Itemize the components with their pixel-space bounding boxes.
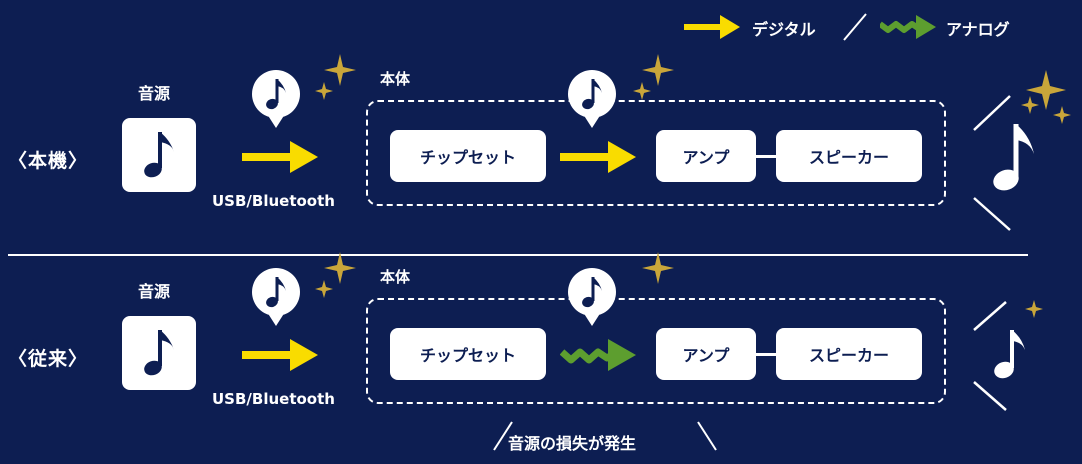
device-body-box bbox=[366, 100, 946, 206]
music-note-output-icon bbox=[973, 300, 1043, 411]
amp-box: アンプ bbox=[656, 328, 756, 380]
source-box bbox=[122, 316, 196, 390]
source-label: 音源 bbox=[138, 282, 171, 301]
row-current-device: 〈本機〉 音源 USB/Bluetooth 本体 bbox=[0, 54, 1082, 240]
sparkle-icon bbox=[633, 54, 674, 100]
music-note-icon bbox=[582, 79, 602, 110]
device-body-box bbox=[366, 298, 946, 404]
sparkle-icon bbox=[642, 252, 674, 284]
music-note-icon bbox=[144, 132, 174, 178]
note-bubble bbox=[568, 70, 616, 128]
row-label: 〈本機〉 bbox=[8, 150, 89, 172]
digital-arrow-icon bbox=[242, 141, 318, 173]
row-label: 〈従来〉 bbox=[8, 348, 89, 370]
body-label: 本体 bbox=[380, 70, 411, 88]
loss-note: 音源の損失が発生 bbox=[508, 434, 637, 453]
note-bubble bbox=[252, 268, 300, 326]
connector-line bbox=[756, 353, 776, 356]
music-note-output-icon bbox=[973, 70, 1071, 231]
music-note-icon bbox=[266, 277, 286, 308]
note-bubble bbox=[568, 268, 616, 326]
chipset-box: チップセット bbox=[390, 328, 546, 380]
digital-arrow-icon bbox=[684, 15, 740, 39]
separator-slash-icon bbox=[843, 13, 867, 41]
note-bubble bbox=[252, 70, 300, 128]
speaker-box: スピーカー bbox=[776, 328, 922, 380]
connection-label: USB/Bluetooth bbox=[212, 192, 335, 210]
sparkle-icon bbox=[315, 54, 356, 100]
legend-analog-label: アナログ bbox=[946, 20, 1010, 39]
source-label: 音源 bbox=[138, 84, 171, 103]
amp-box: アンプ bbox=[656, 130, 756, 182]
body-label: 本体 bbox=[380, 268, 411, 286]
row-conventional: 〈従来〉 音源 USB/Bluetooth 本体 bbox=[0, 252, 1082, 464]
divider-line bbox=[8, 254, 1028, 256]
music-note-icon bbox=[266, 79, 286, 110]
chipset-box: チップセット bbox=[390, 130, 546, 182]
source-box bbox=[122, 118, 196, 192]
legend-digital-label: デジタル bbox=[752, 20, 816, 39]
speaker-box: スピーカー bbox=[776, 130, 922, 182]
music-note-icon bbox=[144, 330, 174, 376]
digital-arrow-icon bbox=[242, 339, 318, 371]
connector-line bbox=[756, 155, 776, 158]
analog-arrow-icon bbox=[560, 339, 636, 371]
connection-label: USB/Bluetooth bbox=[212, 390, 335, 408]
sparkle-icon bbox=[315, 252, 356, 298]
digital-arrow-icon bbox=[560, 141, 636, 173]
note-bracket-icon bbox=[493, 421, 717, 451]
analog-arrow-icon bbox=[880, 15, 936, 39]
music-note-icon bbox=[582, 277, 602, 308]
